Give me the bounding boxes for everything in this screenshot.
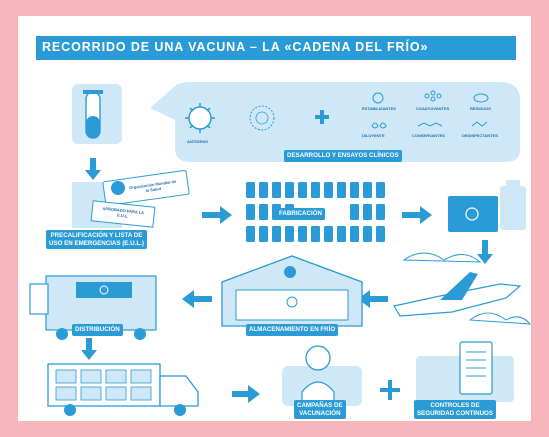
virus-outline-icon <box>249 105 275 131</box>
ingredient-label-1: ESTABILIZANTES <box>362 106 396 111</box>
who-label-line2: USO EN EMERGENCIAS (E.U.L.) <box>49 239 144 247</box>
vial-icon <box>350 204 359 220</box>
ingredient-label-6: DESINFECTANTES <box>462 133 498 138</box>
vaccine-box-icon <box>130 369 152 384</box>
who-logo-icon <box>111 181 125 195</box>
antigen-icon <box>185 103 215 133</box>
vial-icon <box>337 226 346 242</box>
vial-icon <box>259 182 268 198</box>
distribution-label: DISTRIBUCIÓN <box>72 324 123 336</box>
vial-icon <box>246 182 255 198</box>
vial-icon <box>376 226 385 242</box>
vial-icon <box>376 182 385 198</box>
health-worker-icon <box>282 345 362 407</box>
campaigns-label-line2: VACUNACIÓN <box>299 409 341 417</box>
storage-label: ALMACENAMIENTO EN FRÍO <box>246 324 339 336</box>
controls-label-line2: SEGURIDAD CONTINUOS <box>417 409 493 417</box>
vial-icon <box>324 226 333 242</box>
vial-icon <box>259 204 268 220</box>
page-title: RECORRIDO DE UNA VACUNA – LA «CADENA DEL… <box>42 40 429 54</box>
vial-icon <box>311 226 320 242</box>
antigen-label: ANTÍGENO <box>187 139 209 144</box>
distribution-truck-icon <box>29 275 157 340</box>
vaccine-box-icon <box>80 386 102 401</box>
vial-icon <box>376 204 385 220</box>
ingredient-label-5: CONSERVANTES <box>412 133 445 138</box>
vial-icon <box>246 204 255 220</box>
arrow-right-3 <box>232 385 260 403</box>
airplane-icon <box>393 252 532 325</box>
ingredient-label-4: DILUYENTE <box>362 133 385 138</box>
arrow-left-2 <box>182 290 212 308</box>
vial-icon <box>311 182 320 198</box>
vial-icon <box>285 226 294 242</box>
development-label: DESARROLLO Y ENSAYOS CLÍNICOS <box>284 150 402 162</box>
manufacturing-label: FABRICACIÓN <box>276 208 325 220</box>
vaccine-box-icon <box>105 369 127 384</box>
arrow-down-3 <box>81 338 97 360</box>
who-label-line1: PRECALIFICACIÓN Y LISTA DE <box>50 232 143 239</box>
vial-icon <box>363 226 372 242</box>
vial-icon <box>324 182 333 198</box>
vaccine-box-icon <box>80 369 102 384</box>
vial-icon <box>363 182 372 198</box>
plus-icon <box>315 110 329 124</box>
vaccine-box-icon <box>130 386 152 401</box>
controls-label-line1: CONTROLES DE <box>430 402 480 409</box>
vial-icon <box>350 182 359 198</box>
title-bar: RECORRIDO DE UNA VACUNA – LA «CADENA DEL… <box>36 36 516 60</box>
vial-icon <box>337 182 346 198</box>
arrow-down-1 <box>85 158 101 180</box>
vial-icon <box>246 226 255 242</box>
vial-icon <box>272 182 281 198</box>
approved-stamp <box>90 200 156 228</box>
vaccine-box-icon <box>105 386 127 401</box>
vial-icon <box>259 226 268 242</box>
controls-label: CONTROLES DE SEGURIDAD CONTINUOS <box>414 400 496 419</box>
arrow-down-2 <box>477 240 493 264</box>
ingredient-icons <box>371 90 489 129</box>
vial-icon <box>285 182 294 198</box>
vial-icon <box>363 204 372 220</box>
campaigns-label-line1: CAMPAÑAS DE <box>297 402 343 409</box>
vial-icon <box>350 226 359 242</box>
who-documents <box>72 170 190 228</box>
development-cloud <box>150 82 520 162</box>
vial-icon <box>272 226 281 242</box>
vial-icon <box>298 226 307 242</box>
arrow-left-1 <box>358 290 388 308</box>
vaccine-box-icon <box>55 369 77 384</box>
delivery-truck-icon <box>47 363 199 416</box>
flow-arrows <box>81 158 493 403</box>
campaigns-label: CAMPAÑAS DE VACUNACIÓN <box>294 400 346 419</box>
warehouse-icon <box>221 255 363 327</box>
test-tube-icon <box>72 84 122 144</box>
vaccine-box-icon <box>55 386 77 401</box>
arrow-right-1 <box>202 206 232 224</box>
plus-icon-2 <box>380 380 400 400</box>
ingredient-label-3: RESIDUOS <box>470 106 491 111</box>
arrow-right-2 <box>402 206 432 224</box>
vial-icon <box>298 182 307 198</box>
cold-box-icon <box>448 180 526 232</box>
who-label: PRECALIFICACIÓN Y LISTA DE USO EN EMERGE… <box>46 230 147 249</box>
checklist-icon <box>416 341 514 402</box>
ingredient-label-2: COADYUVANTES <box>416 106 450 111</box>
